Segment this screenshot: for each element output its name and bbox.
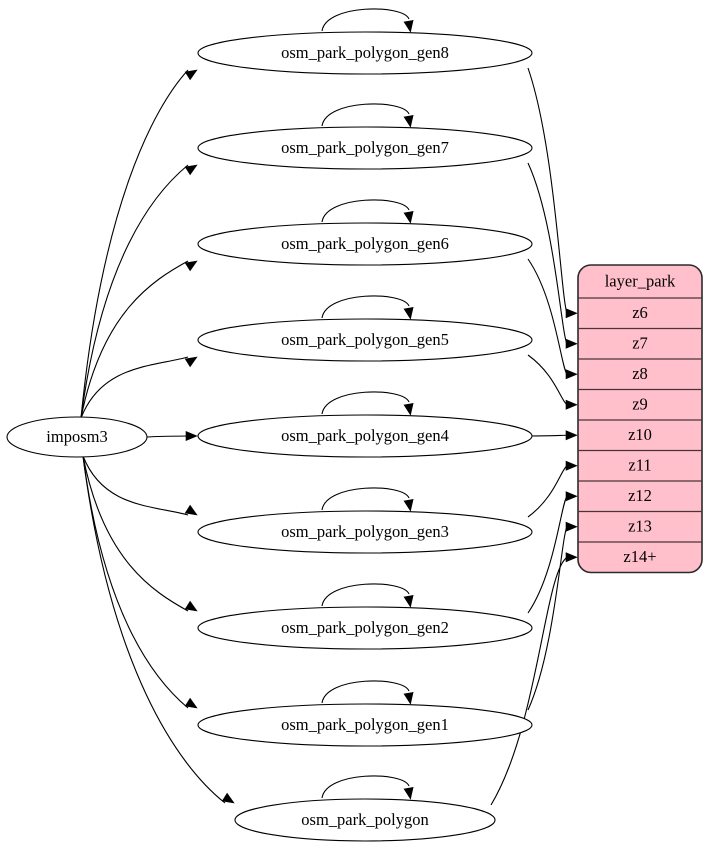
- node-osm_park_polygon-label: osm_park_polygon: [301, 810, 428, 829]
- self-loop-osm_park_polygon_gen2: [321, 583, 410, 607]
- self-loop-arrowhead-osm_park_polygon: [403, 786, 414, 800]
- self-loop-arrowhead-osm_park_polygon_gen3: [403, 498, 414, 512]
- edge-osm_park_polygon_gen4-to-z10: [527, 434, 568, 437]
- edge-imposm3-to-osm_park_polygon_gen8: [80, 69, 189, 419]
- node-osm_park_polygon_gen6-label: osm_park_polygon_gen6: [281, 234, 449, 253]
- arrowhead-imposm3-to-osm_park_polygon_gen2: [184, 600, 198, 612]
- edge-group-from-source: [80, 69, 235, 804]
- arrowhead-imposm3-to-osm_park_polygon_gen6: [184, 260, 198, 272]
- node-imposm3-label: imposm3: [46, 427, 107, 446]
- edge-imposm3-to-osm_park_polygon_gen3: [82, 455, 189, 516]
- edge-group-self-loops: [321, 8, 414, 800]
- node-osm_park_polygon_gen3-label: osm_park_polygon_gen3: [281, 522, 449, 541]
- node-osm_park_polygon_gen2[interactable]: [197, 606, 533, 650]
- node-osm_park_polygon_gen1-label: osm_park_polygon_gen1: [281, 715, 449, 734]
- table-row-z14+[interactable]: z14+: [623, 547, 656, 566]
- self-loop-osm_park_polygon_gen6: [321, 199, 410, 223]
- node-group: osm_park_polygon_gen8 osm_park_polygon_ge…: [6, 31, 533, 842]
- edge-imposm3-to-osm_park_polygon_gen7: [80, 164, 189, 419]
- self-loop-arrowhead-osm_park_polygon_gen6: [403, 210, 414, 224]
- arrowhead-osm_park_polygon-to-z14+: [565, 552, 578, 563]
- self-loop-osm_park_polygon_gen1: [321, 680, 410, 704]
- node-osm_park_polygon_gen7-label: osm_park_polygon_gen7: [281, 138, 449, 157]
- node-osm_park_polygon_gen6[interactable]: [197, 222, 533, 266]
- arrowhead-imposm3-to-osm_park_polygon_gen1: [184, 697, 198, 709]
- arrowhead-imposm3-to-osm_park_polygon_gen3: [184, 504, 198, 516]
- edge-imposm3-to-osm_park_polygon: [82, 455, 226, 804]
- self-loop-osm_park_polygon: [321, 775, 410, 799]
- node-osm_park_polygon_gen2-label: osm_park_polygon_gen2: [281, 618, 449, 637]
- arrowhead-imposm3-to-osm_park_polygon_gen5: [184, 356, 198, 368]
- arrowhead-osm_park_polygon_gen7-to-z7: [565, 338, 578, 349]
- table-row-z9[interactable]: z9: [632, 395, 648, 414]
- node-imposm3[interactable]: [6, 416, 148, 458]
- arrowhead-osm_park_polygon_gen3-to-z11: [565, 460, 578, 471]
- self-loop-osm_park_polygon_gen5: [321, 295, 410, 319]
- node-osm_park_polygon_gen7[interactable]: [197, 126, 533, 170]
- arrowhead-imposm3-to-osm_park_polygon_gen7: [184, 164, 198, 176]
- arrowhead-osm_park_polygon_gen4-to-z10: [565, 430, 578, 441]
- node-osm_park_polygon_gen4[interactable]: [197, 414, 533, 458]
- layer-park-table-body: [577, 264, 703, 574]
- table-row-z10[interactable]: z10: [628, 425, 652, 444]
- edge-osm_park_polygon_gen7-to-z7: [527, 162, 568, 345]
- self-loop-osm_park_polygon_gen3: [321, 487, 410, 511]
- self-loop-arrowhead-osm_park_polygon_gen7: [403, 114, 414, 128]
- edge-imposm3-to-osm_park_polygon_gen1: [82, 455, 189, 709]
- self-loop-arrowhead-osm_park_polygon_gen1: [403, 691, 414, 705]
- self-loop-osm_park_polygon_gen7: [321, 103, 410, 127]
- edge-osm_park_polygon_gen5-to-z9: [527, 354, 568, 406]
- table-row-z7[interactable]: z7: [632, 334, 648, 353]
- edge-osm_park_polygon_gen2-to-z12: [527, 495, 568, 614]
- layer-park-table-header: layer_park: [605, 271, 676, 290]
- self-loop-arrowhead-osm_park_polygon_gen5: [403, 306, 414, 320]
- arrowhead-osm_park_polygon_gen2-to-z12: [565, 491, 578, 502]
- arrowhead-osm_park_polygon_gen8-to-z6: [565, 308, 578, 319]
- table-row-z13[interactable]: z13: [628, 517, 652, 536]
- node-osm_park_polygon_gen3[interactable]: [197, 510, 533, 554]
- edge-imposm3-to-osm_park_polygon_gen4: [146, 435, 189, 438]
- node-osm_park_polygon_gen5[interactable]: [197, 318, 533, 362]
- arrowhead-imposm3-to-osm_park_polygon_gen4: [185, 430, 198, 442]
- edge-imposm3-to-osm_park_polygon_gen2: [82, 455, 189, 612]
- node-osm_park_polygon_gen1[interactable]: [197, 703, 533, 747]
- edge-osm_park_polygon_gen1-to-z13: [527, 526, 568, 711]
- self-loop-osm_park_polygon_gen8: [321, 8, 410, 32]
- edge-osm_park_polygon_gen8-to-z6: [527, 67, 568, 314]
- self-loop-arrowhead-osm_park_polygon_gen4: [403, 402, 414, 416]
- arrowhead-imposm3-to-osm_park_polygon: [221, 792, 235, 804]
- node-osm_park_polygon[interactable]: [234, 798, 496, 842]
- table-row-z11[interactable]: z11: [628, 456, 651, 475]
- edge-group-to-table: [490, 67, 578, 806]
- node-osm_park_polygon_gen8-label: osm_park_polygon_gen8: [281, 43, 449, 62]
- edge-imposm3-to-osm_park_polygon_gen5: [80, 356, 189, 419]
- edge-osm_park_polygon_gen3-to-z11: [527, 465, 568, 518]
- arrowhead-osm_park_polygon_gen6-to-z8: [565, 369, 578, 380]
- self-loop-osm_park_polygon_gen4: [321, 391, 410, 415]
- self-loop-arrowhead-osm_park_polygon_gen8: [403, 19, 414, 33]
- table-row-z12[interactable]: z12: [628, 486, 652, 505]
- edge-osm_park_polygon-to-z14+: [490, 556, 568, 806]
- edge-imposm3-to-osm_park_polygon_gen6: [80, 260, 189, 419]
- table-row-z8[interactable]: z8: [632, 364, 648, 383]
- self-loop-arrowhead-osm_park_polygon_gen2: [403, 594, 414, 608]
- table-row-z6[interactable]: z6: [632, 303, 648, 322]
- arrowhead-imposm3-to-osm_park_polygon_gen8: [184, 69, 198, 81]
- node-osm_park_polygon_gen8[interactable]: [197, 31, 533, 75]
- node-osm_park_polygon_gen4-label: osm_park_polygon_gen4: [281, 426, 449, 445]
- edge-osm_park_polygon_gen6-to-z8: [527, 258, 568, 375]
- node-osm_park_polygon_gen5-label: osm_park_polygon_gen5: [281, 330, 449, 349]
- arrowhead-osm_park_polygon_gen5-to-z9: [565, 399, 578, 410]
- layer-park-table: layer_park z6 z7 z8 z9 z10 z11 z12 z13 z14+: [577, 264, 703, 574]
- arrowhead-osm_park_polygon_gen1-to-z13: [565, 521, 578, 532]
